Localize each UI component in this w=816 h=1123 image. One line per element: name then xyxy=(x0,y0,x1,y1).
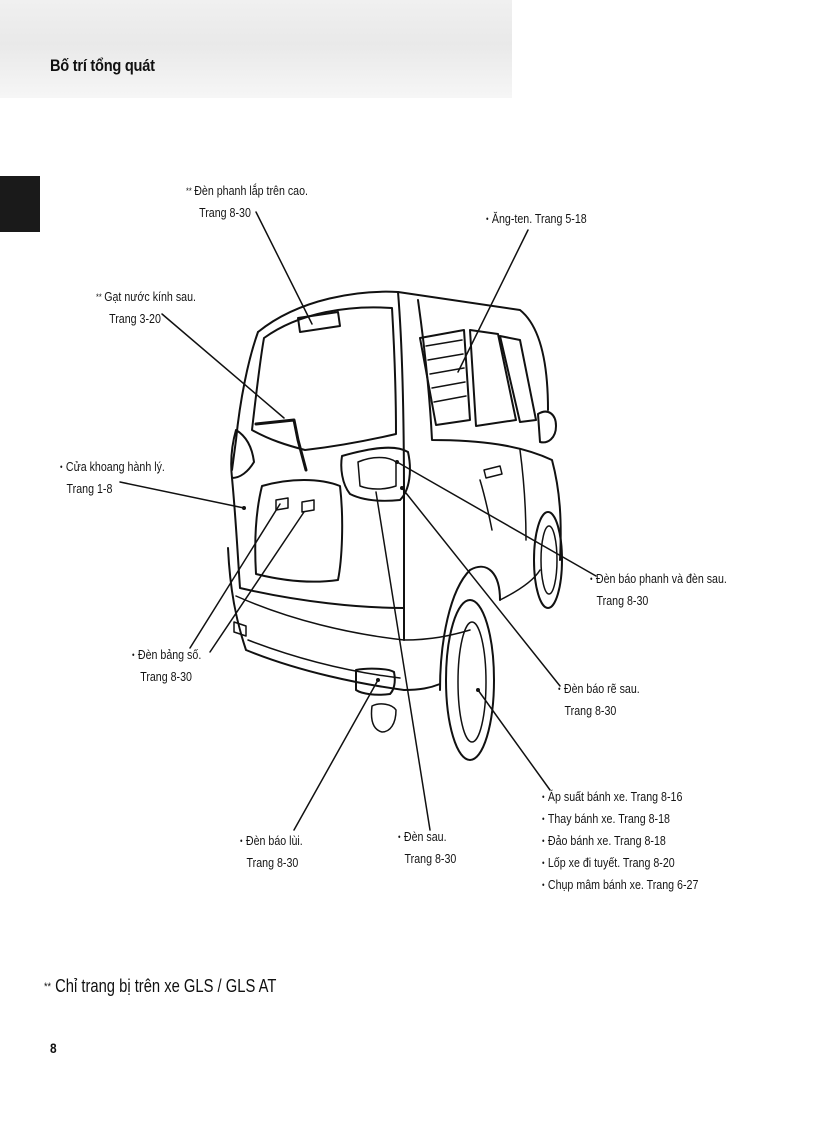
door-handle xyxy=(483,465,503,479)
tire-item: •Đảo bánh xe. Trang 8-18 xyxy=(542,833,666,848)
wiper-arm xyxy=(254,418,308,472)
footnote-mark: ** xyxy=(44,981,52,993)
label-turn-signal: •Đèn báo rẽ sau. Trang 8-30 xyxy=(558,681,640,718)
label-brake-tail-light: •Đèn báo phanh và đèn sau. Trang 8-30 xyxy=(590,571,727,608)
label-tailgate: •Cửa khoang hành lý. Trang 1-8 xyxy=(60,459,165,496)
section-tab xyxy=(0,176,40,232)
tire-item: •Áp suất bánh xe. Trang 8-16 xyxy=(542,789,683,804)
front-wheel-rim xyxy=(540,525,558,595)
label-reverse-light: •Đèn báo lùi. Trang 8-30 xyxy=(240,833,303,870)
tire-item: •Chụp mâm bánh xe. Trang 6-27 xyxy=(542,877,699,892)
leader-lines xyxy=(119,211,597,831)
quarter-glass-slats xyxy=(425,339,467,403)
high-brake-light xyxy=(297,311,341,333)
side-window-2 xyxy=(499,335,537,423)
side-mirror xyxy=(537,410,557,444)
sill-line xyxy=(499,569,541,601)
tire-item: •Lốp xe đi tuyết. Trang 8-20 xyxy=(542,855,675,870)
tail-lamp xyxy=(340,446,411,502)
footnote-text: Chỉ trang bị trên xe GLS / GLS AT xyxy=(55,976,277,996)
label-rear-wiper: **Gạt nước kính sau. Trang 3-20 xyxy=(96,289,196,326)
tail-lamp-left xyxy=(230,429,255,479)
bumper-line xyxy=(235,595,471,641)
quarter-glass xyxy=(419,329,471,426)
label-rear-light: •Đèn sau. Trang 8-30 xyxy=(398,829,457,866)
label-high-brake-light: **Đèn phanh lắp trên cao. Trang 8-30 xyxy=(186,183,309,220)
side-window xyxy=(469,329,517,427)
rear-wheel-rim xyxy=(457,621,487,743)
reverse-lamp xyxy=(355,667,396,696)
door-seam xyxy=(479,449,527,541)
rear-bumper xyxy=(227,547,441,691)
tire-item: •Thay bánh xe. Trang 8-18 xyxy=(542,811,670,826)
exhaust xyxy=(370,703,397,733)
leader-dots xyxy=(242,460,480,692)
plate-light-2 xyxy=(301,499,315,513)
body-side-right xyxy=(397,291,405,641)
label-antenna: •Ăng-ten. Trang 5-18 xyxy=(486,211,587,226)
header-band xyxy=(0,0,512,98)
page-number: 8 xyxy=(50,1040,57,1056)
label-tire-list: •Áp suất bánh xe. Trang 8-16 •Thay bánh … xyxy=(542,786,698,896)
rear-pillar-left xyxy=(231,331,259,471)
rear-tire xyxy=(445,599,495,761)
footnote: **Chỉ trang bị trên xe GLS / GLS AT xyxy=(44,976,276,997)
tailgate-lower xyxy=(231,477,405,609)
reflector-left xyxy=(233,621,247,637)
tail-lamp-inner xyxy=(357,456,397,490)
rear-fender xyxy=(439,565,501,691)
rear-window xyxy=(251,306,397,451)
plate-light-1 xyxy=(275,497,289,511)
front-tire xyxy=(533,511,563,609)
bumper-lower xyxy=(247,639,401,679)
label-license-plate-light: •Đèn bảng số. Trang 8-30 xyxy=(132,647,202,684)
page-title: Bố trí tổng quát xyxy=(50,56,155,75)
